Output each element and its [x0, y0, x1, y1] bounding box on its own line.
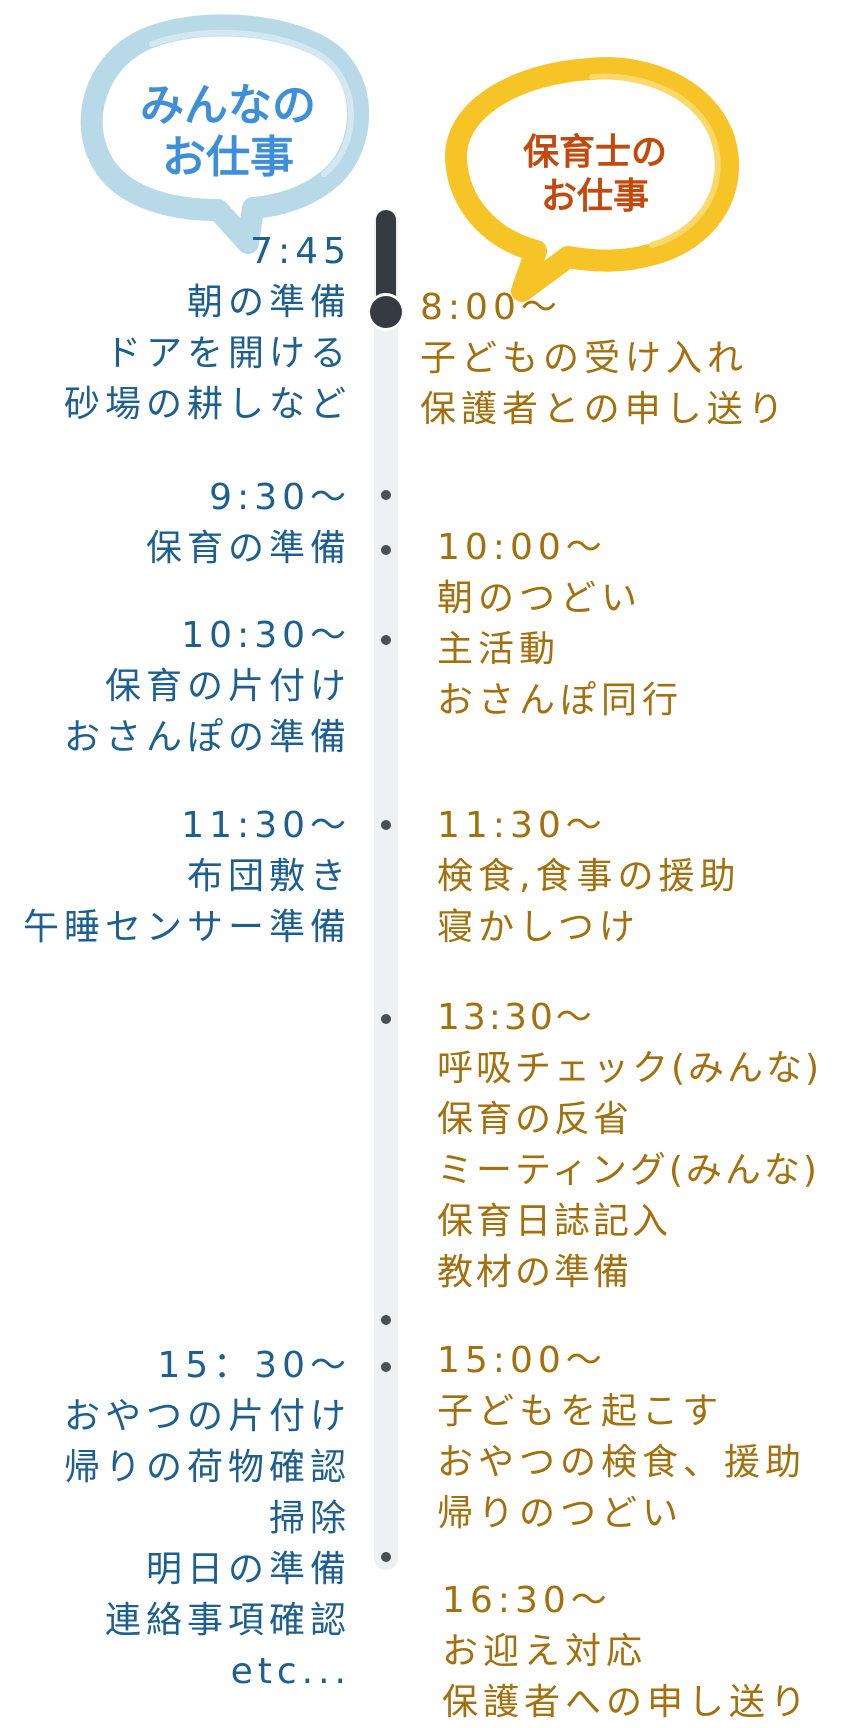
task-item: おやつの片付け	[63, 1396, 351, 1437]
task-item: 朝のつどい	[437, 578, 643, 619]
task-time: 15:00～	[437, 1340, 607, 1381]
task-item: ミーティング(みんな)	[437, 1150, 820, 1191]
task-time: 10:30～	[181, 615, 351, 656]
task-time: 11:30～	[437, 805, 607, 846]
speech-bubble-icon	[445, 57, 739, 302]
task-item: 帰りの荷物確認	[63, 1447, 351, 1488]
task-item: おさんぽ同行	[437, 680, 684, 721]
task-time: 13:30～	[437, 997, 595, 1038]
task-time: 9:30～	[209, 477, 351, 518]
task-item: 布団敷き	[186, 856, 351, 897]
bubble-title-line: お仕事	[162, 132, 294, 183]
bubble-title-line: 保育士の	[522, 132, 667, 173]
everyone-task-block: 9:30～ 保育の準備	[146, 472, 351, 574]
bubble-title-line: みんなの	[140, 80, 316, 131]
task-item: 明日の準備	[145, 1549, 351, 1590]
teacher-task-block: 15:00～ 子どもを起こす おやつの検食、援助 帰りのつどい	[437, 1335, 806, 1539]
task-item: 掃除	[268, 1498, 351, 1539]
task-item: 教材の準備	[437, 1252, 633, 1293]
task-time: 8:00～	[420, 287, 562, 328]
task-time: 10:00～	[437, 527, 607, 568]
task-item: おさんぽの準備	[63, 717, 351, 758]
teacher-task-block: 11:30～ 検食,食事の援助 寝かしつけ	[437, 800, 740, 953]
task-item: 保育の片付け	[104, 666, 351, 707]
timeline-dot	[381, 1014, 391, 1024]
bubble-title-line: お仕事	[540, 176, 649, 217]
timeline-track	[374, 210, 398, 1570]
task-item: 主活動	[437, 629, 561, 670]
everyone-task-block: 10:30～ 保育の片付け おさんぽの準備	[64, 610, 351, 763]
everyone-task-block: 7:45 朝の準備 ドアを開ける 砂場の耕しなど	[64, 226, 351, 430]
everyone-task-block: 11:30～ 布団敷き 午睡センサー準備	[23, 800, 351, 953]
timeline-dot	[381, 635, 391, 645]
task-item: 寝かしつけ	[437, 907, 640, 948]
task-item: 午睡センサー準備	[22, 907, 351, 948]
task-item: etc...	[230, 1651, 351, 1692]
timeline-dot	[381, 820, 391, 830]
task-item: ドアを開ける	[104, 333, 351, 374]
timeline-dot	[381, 490, 391, 500]
teacher-work-title: 保育士の お仕事	[440, 131, 750, 219]
task-item: 朝の準備	[186, 282, 351, 323]
everyone-work-bubble: みんなの お仕事	[78, 14, 378, 254]
task-item: 子どもを起こす	[437, 1391, 724, 1432]
task-time: 11:30～	[181, 805, 351, 846]
everyone-work-title: みんなの お仕事	[78, 80, 378, 184]
task-item: 呼吸チェック(みんな)	[437, 1048, 823, 1089]
timeline-dot	[381, 545, 391, 555]
task-item: 子どもの受け入れ	[420, 338, 749, 379]
task-item: 保育日誌記入	[437, 1201, 672, 1242]
task-item: 砂場の耕しなど	[63, 384, 351, 425]
timeline-handle	[370, 296, 402, 328]
task-item: 連絡事項確認	[104, 1600, 351, 1641]
task-item: 検食,食事の援助	[437, 856, 741, 897]
task-time: 16:30～	[442, 1580, 612, 1621]
teacher-task-block: 16:30～ お迎え対応 保護者への申し送り	[442, 1575, 811, 1728]
teacher-task-block: 10:00～ 朝のつどい 主活動 おさんぽ同行	[437, 522, 683, 726]
teacher-task-block: 13:30～ 呼吸チェック(みんな) 保育の反省 ミーティング(みんな) 保育日…	[437, 992, 822, 1298]
task-item: おやつの検食、援助	[437, 1442, 807, 1483]
task-item: 保育の準備	[145, 528, 351, 569]
task-time: 15：30～	[157, 1345, 351, 1386]
task-item: 保護者への申し送り	[442, 1682, 812, 1723]
timeline-dot	[381, 1362, 391, 1372]
task-item: 保育の反省	[437, 1099, 633, 1140]
everyone-task-block: 15：30～ おやつの片付け 帰りの荷物確認 掃除 明日の準備 連絡事項確認 e…	[64, 1340, 351, 1697]
speech-bubble-icon	[80, 14, 370, 254]
teacher-work-bubble: 保育士の お仕事	[440, 55, 750, 302]
timeline-dot	[381, 1315, 391, 1325]
task-time: 7:45	[250, 231, 351, 272]
task-item: 帰りのつどい	[437, 1493, 684, 1534]
task-item: 保護者との申し送り	[420, 389, 789, 430]
timeline-progress	[376, 210, 396, 308]
teacher-task-block: 8:00～ 子どもの受け入れ 保護者との申し送り	[420, 282, 789, 435]
task-item: お迎え対応	[442, 1631, 648, 1672]
timeline-dot	[381, 1552, 391, 1562]
